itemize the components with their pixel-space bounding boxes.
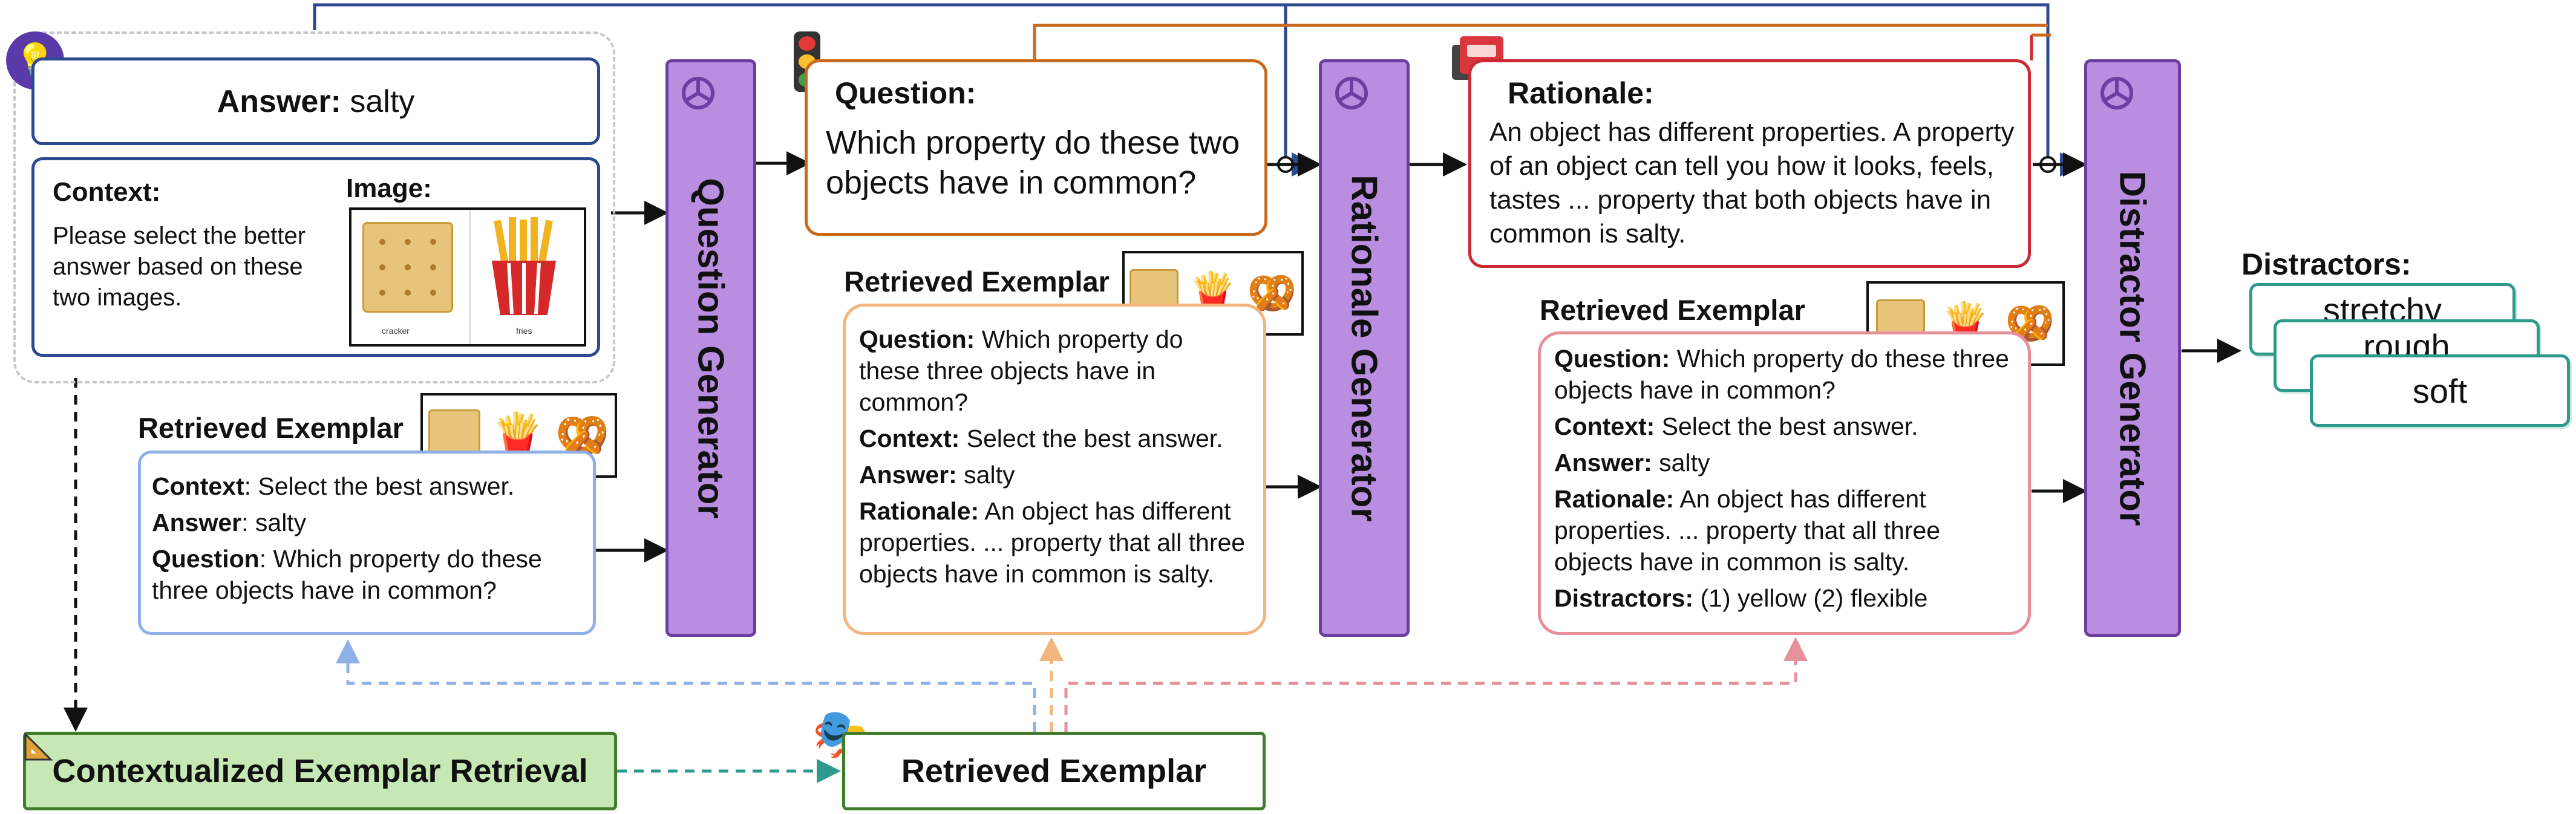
exemplar-r-lines: Question: Which property do these three …	[859, 324, 1250, 590]
exemplar-field-label: Distractors:	[1554, 584, 1694, 612]
answer-box: Answer: salty	[31, 57, 600, 145]
exemplar-r-line: Answer: salty	[859, 459, 1250, 490]
retrieval-module: Contextualized Exemplar Retrieval	[23, 732, 617, 810]
input-image: cracker fries	[349, 207, 586, 347]
question-text: Which property do these two objects have…	[826, 125, 1240, 201]
exemplar-d-line: Rationale: An object has different prope…	[1554, 483, 2015, 578]
question-feed-line	[1033, 24, 2048, 60]
image-caption-left: cracker	[382, 326, 410, 336]
answer-value: salty	[350, 83, 415, 119]
context-text: Please select the better answer based on…	[53, 223, 306, 311]
exemplar-field-text: salty	[1652, 449, 1710, 477]
arrow-exemplar-to-q	[336, 639, 1036, 732]
retrieved-exemplar-box: Retrieved Exemplar	[842, 732, 1266, 810]
question-generator-label: Question Generator	[690, 177, 731, 519]
distractors-label: Distractors:	[2241, 247, 2411, 281]
openai-logo-icon	[677, 72, 719, 114]
ruler-icon	[23, 732, 53, 762]
exemplar-q-line: Question: Which property do these three …	[152, 543, 582, 606]
distractor-card-3: soft	[2310, 354, 2570, 427]
question-generator: Question Generator	[665, 59, 756, 637]
rationale-box: Rationale: An object has different prope…	[1468, 59, 2031, 268]
exemplar-d-line: Context: Select the best answer.	[1554, 411, 2015, 442]
exemplar-d-lines: Question: Which property do these three …	[1554, 343, 2015, 614]
exemplar-field-label: Rationale:	[1554, 485, 1675, 513]
exemplar-q-lines: Context: Select the best answer.Answer: …	[152, 470, 582, 606]
exemplar-field-label: Rationale:	[859, 497, 979, 525]
fries-icon	[485, 217, 563, 317]
image-label: Image:	[346, 174, 432, 203]
openai-logo-icon	[1330, 72, 1373, 114]
exemplar-box-d: Question: Which property do these three …	[1538, 331, 2031, 635]
exemplar-field-text: : Select the best answer.	[244, 472, 515, 500]
rationale-text: An object has different properties. A pr…	[1489, 117, 2015, 249]
exemplar-d-line: Question: Which property do these three …	[1554, 343, 2015, 406]
retrieval-module-label: Contextualized Exemplar Retrieval	[52, 753, 588, 789]
exemplar-field-text: Select the best answer.	[1655, 412, 1918, 440]
context-label: Context:	[53, 177, 161, 207]
exemplar-field-label: Answer:	[859, 461, 957, 489]
exemplar-field-label: Question:	[1554, 345, 1670, 373]
exemplar-field-label: Context:	[1554, 412, 1655, 440]
exemplar-field-text: Which property do these three objects ha…	[1554, 345, 2009, 404]
exemplar-q-line: Answer: salty	[152, 507, 582, 538]
exemplar-field-text: : salty	[241, 509, 307, 536]
exemplar-d-line: Distractors: (1) yellow (2) flexible	[1554, 582, 2015, 614]
retrieved-exemplar-label: Retrieved Exemplar	[901, 753, 1207, 789]
exemplar-field-label: Question:	[859, 325, 975, 353]
exemplar-field-text: (1) yellow (2) flexible	[1693, 584, 1928, 612]
question-label: Question:	[835, 76, 976, 110]
exemplar-field-label: Question	[152, 545, 260, 573]
exemplar-field-text: Which property do these three objects ha…	[859, 325, 1183, 416]
openai-logo-icon	[2096, 72, 2138, 114]
distractor-generator-label: Distractor Generator	[2112, 171, 2153, 526]
exemplar-box-q: Context: Select the best answer.Answer: …	[138, 451, 596, 635]
distractor-3: soft	[2412, 372, 2468, 410]
exemplar-q-line: Context: Select the best answer.	[152, 470, 582, 502]
image-caption-right: fries	[516, 326, 532, 336]
exemplar-r-line: Question: Which property do these three …	[859, 324, 1250, 418]
exemplar-field-label: Context:	[859, 425, 960, 452]
exemplar-field-label: Answer:	[1554, 449, 1652, 477]
exemplar-r-line: Rationale: An object has different prope…	[859, 495, 1250, 590]
arrow-exemplar-to-d	[1064, 637, 1808, 732]
exemplar-field-text: : Which property do these three objects …	[152, 545, 542, 604]
rationale-label: Rationale:	[1508, 76, 1654, 110]
context-box: Context: Please select the better answer…	[31, 157, 600, 357]
rationale-generator: Rationale Generator	[1319, 59, 1410, 637]
exemplar-d-line: Answer: salty	[1554, 447, 2015, 478]
exemplar-field-text: An object has different properties. ... …	[859, 497, 1246, 588]
exemplar-field-label: Context	[152, 472, 244, 500]
exemplar-box-r: Question: Which property do these three …	[843, 304, 1266, 635]
exemplar-field-text: salty	[956, 461, 1015, 489]
distractor-generator: Distractor Generator	[2084, 59, 2181, 637]
exemplar-heading-d: Retrieved Exemplar	[1540, 294, 1805, 326]
cracker-icon	[362, 222, 453, 313]
input-panel	[13, 31, 615, 383]
answer-label: Answer:	[217, 83, 341, 119]
rationale-generator-label: Rationale Generator	[1344, 174, 1385, 522]
exemplar-field-text: An object has different properties. ... …	[1554, 485, 1941, 576]
exemplar-heading-q: Retrieved Exemplar	[138, 412, 404, 444]
question-box: Question: Which property do these two ob…	[805, 59, 1267, 236]
exemplar-r-line: Context: Select the best answer.	[859, 423, 1250, 454]
exemplar-field-label: Answer	[152, 509, 242, 536]
exemplar-field-text: Select the best answer.	[959, 425, 1223, 452]
exemplar-heading-r: Retrieved Exemplar	[844, 265, 1110, 298]
